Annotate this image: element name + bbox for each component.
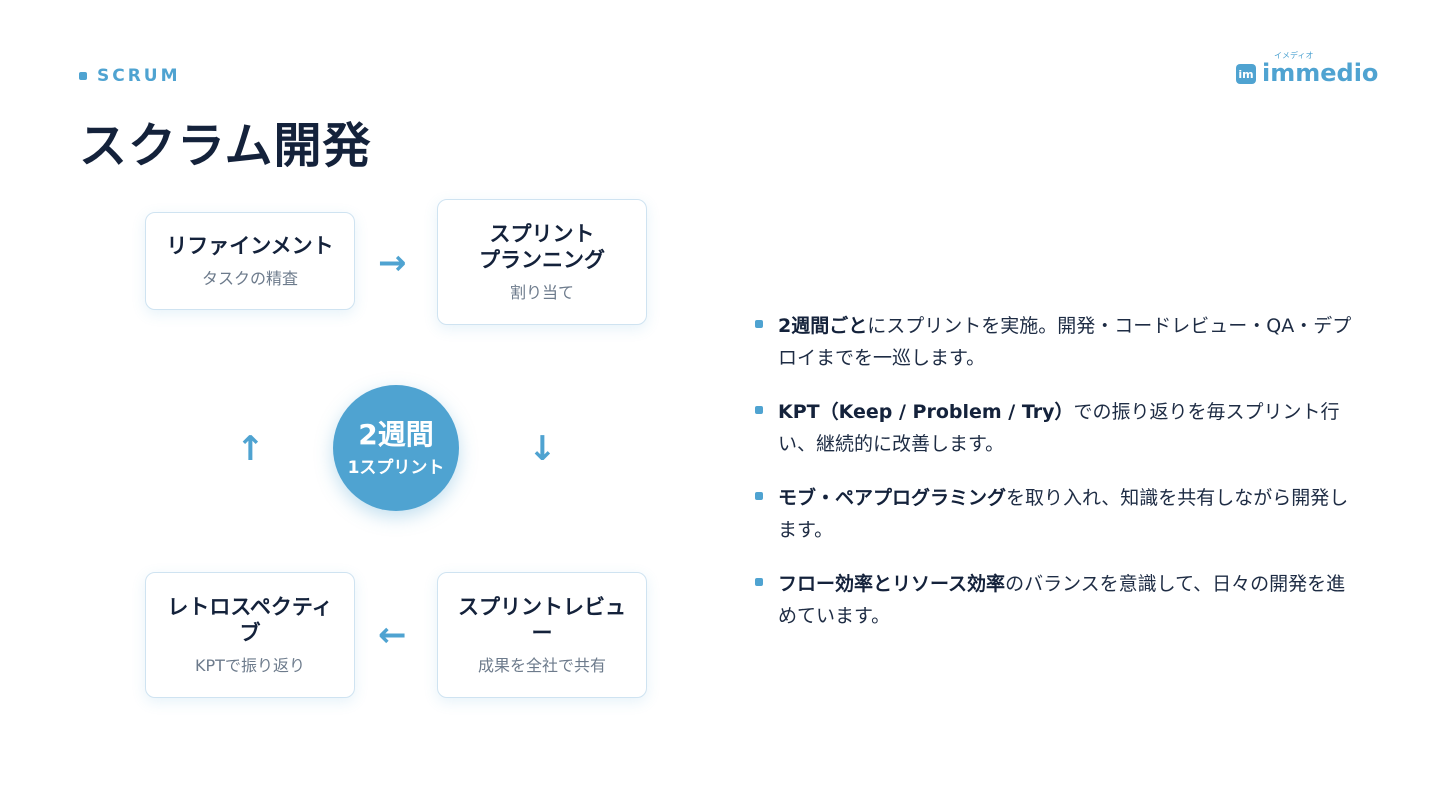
bullet-text: を取り入れ、知識を共有しながら開発します。 <box>778 487 1349 541</box>
step-card-retrospective: レトロスペクティ ブ KPTで振り返り <box>145 572 355 698</box>
bullet-emphasis: KPT（Keep / Problem / Try） <box>778 401 1074 423</box>
arrow-left-icon: ← <box>378 615 407 655</box>
step-title: リファインメント <box>166 234 334 258</box>
bullet-square-icon <box>755 492 763 500</box>
hub-duration: 2週間 <box>358 417 434 451</box>
step-title: スプリントレビュ ー <box>458 595 626 645</box>
company-logo: im イメディオ immedio <box>1236 51 1379 87</box>
arrow-right-icon: → <box>378 243 407 283</box>
bullet-list: 2週間ごとにスプリントを実施。開発・コードレビュー・QA・デプロイまでを一巡しま… <box>755 310 1355 654</box>
step-subtitle: 成果を全社で共有 <box>477 656 606 675</box>
step-title: レトロスペクティ ブ <box>167 595 333 645</box>
bullet-emphasis: 2週間ごと <box>778 315 868 337</box>
step-subtitle: KPTで振り返り <box>195 656 305 675</box>
bullet-item: KPT（Keep / Problem / Try）での振り返りを毎スプリント行い… <box>755 396 1355 460</box>
arrow-up-icon: ↑ <box>236 429 265 469</box>
section-eyebrow: SCRUM <box>79 66 181 86</box>
step-subtitle: 割り当て <box>509 283 574 302</box>
eyebrow-label: SCRUM <box>97 66 181 86</box>
hub-label: 1スプリント <box>347 457 445 478</box>
bullet-text: にスプリントを実施。開発・コードレビュー・QA・デプロイまでを一巡します。 <box>778 315 1352 369</box>
logo-kana: イメディオ <box>1274 51 1314 60</box>
step-title: スプリント プランニング <box>479 222 605 272</box>
logo-mark-icon: im <box>1236 64 1256 84</box>
bullet-item: フロー効率とリソース効率のバランスを意識して、日々の開発を進めています。 <box>755 568 1355 632</box>
bullet-text: での振り返りを毎スプリント行い、継続的に改善します。 <box>778 401 1340 455</box>
step-card-refinement: リファインメント タスクの精査 <box>145 212 355 310</box>
step-subtitle: タスクの精査 <box>201 269 298 288</box>
arrow-down-icon: ↓ <box>528 429 557 469</box>
bullet-square-icon <box>755 406 763 414</box>
bullet-square-icon <box>755 320 763 328</box>
bullet-text: のバランスを意識して、日々の開発を進めています。 <box>778 573 1346 627</box>
bullet-item: モブ・ペアプログラミングを取り入れ、知識を共有しながら開発します。 <box>755 482 1355 546</box>
page-title: スクラム開発 <box>79 118 372 174</box>
step-card-sprint-planning: スプリント プランニング 割り当て <box>437 199 647 325</box>
bullet-emphasis: フロー効率とリソース効率 <box>778 573 1006 595</box>
bullet-square-icon <box>755 578 763 586</box>
bullet-item: 2週間ごとにスプリントを実施。開発・コードレビュー・QA・デプロイまでを一巡しま… <box>755 310 1355 374</box>
step-card-sprint-review: スプリントレビュ ー 成果を全社で共有 <box>437 572 647 698</box>
bullet-emphasis: モブ・ペアプログラミング <box>778 487 1007 509</box>
sprint-cycle-hub: 2週間 1スプリント <box>333 385 459 511</box>
eyebrow-square-icon <box>79 72 87 80</box>
logo-wordmark: immedio <box>1262 59 1379 87</box>
